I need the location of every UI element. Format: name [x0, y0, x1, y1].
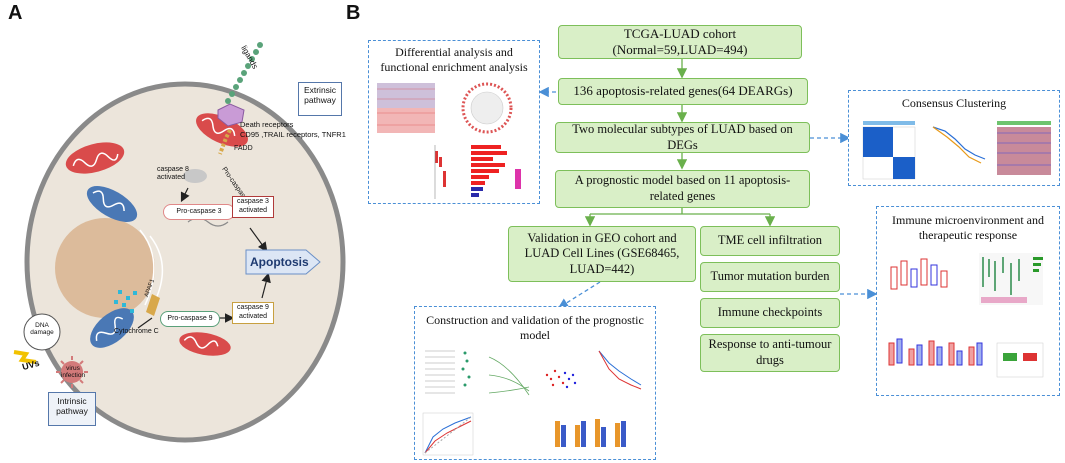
caspase-3-activated-label: caspase 3 activated [232, 196, 274, 218]
mitochondrion-3 [86, 186, 138, 222]
extrinsic-pathway-label: Extrinsic pathway [298, 82, 342, 116]
ligand-chain [225, 42, 263, 104]
mitochondrion-5 [179, 332, 231, 356]
mitochondrion-1 [65, 142, 125, 174]
caspase-8-activated-label: caspase 8 activated [157, 166, 189, 182]
consensus-thumbnails [862, 121, 1051, 180]
mitochondrion-4 [90, 308, 134, 348]
step-subtypes: Two molecular subtypes of LUAD based on … [555, 122, 810, 153]
apoptosis-pathway-illustration [13, 42, 346, 443]
immune-microenvironment-title: Immune microenvironment and therapeutic … [892, 213, 1044, 242]
step-checkpoints: Immune checkpoints [700, 298, 840, 328]
step-tme: TME cell infiltration [700, 226, 840, 256]
immune-thumbnails [888, 253, 1044, 378]
caspase-9-activated-label: caspase 9 activated [232, 302, 274, 324]
differential-analysis-box: Differential analysis and functional enr… [368, 40, 540, 204]
step-genes: 136 apoptosis-related genes(64 DEARGs) [558, 78, 808, 105]
cell-membrane [24, 81, 346, 443]
construction-validation-box: Construction and validation of the progn… [414, 306, 656, 460]
fadd-label: FADD [234, 145, 253, 152]
nucleus [55, 218, 155, 318]
cytochrome-c-label: Cytochrome C [114, 328, 159, 335]
consensus-clustering-box: Consensus Clustering [848, 90, 1060, 186]
step-tmb: Tumor mutation burden [700, 262, 840, 292]
death-receptor-shape [217, 103, 245, 127]
step-model: A prognostic model based on 11 apoptosis… [555, 170, 810, 208]
receptor-list-label: CD95 ,TRAIL receptors, TNFR1 [240, 130, 346, 139]
immune-microenvironment-box: Immune microenvironment and therapeutic … [876, 206, 1060, 396]
death-receptors-label: Death receptors [240, 120, 294, 129]
pro-caspase-3-label: Pro-caspase 3 [163, 204, 235, 220]
construction-thumbnails [422, 350, 642, 456]
step-cohort: TCGA-LUAD cohort (Normal=59,LUAD=494) [558, 25, 802, 59]
virus-icon [56, 356, 88, 388]
dna-damage-label: DNA damage [30, 322, 54, 337]
apoptosis-label: Apoptosis [250, 255, 309, 269]
step-validation: Validation in GEO cohort and LUAD Cell L… [508, 226, 696, 282]
construction-validation-title: Construction and validation of the progn… [426, 313, 644, 342]
differential-thumbnails [377, 82, 521, 199]
pro-caspase-9-label: Pro-caspase 9 [160, 311, 220, 327]
differential-analysis-title: Differential analysis and functional enr… [380, 45, 528, 74]
apoptosis-arrow [245, 249, 321, 275]
consensus-clustering-title: Consensus Clustering [901, 96, 1007, 110]
step-drugs: Response to anti-tumour drugs [700, 334, 840, 372]
intrinsic-pathway-label: Intrinsic pathway [48, 392, 96, 426]
virus-infection-label: virus infection [60, 365, 86, 380]
panel-a-letter: A [8, 2, 23, 24]
panel-b-letter: B [346, 2, 361, 24]
cytochrome-c-dots [114, 290, 137, 313]
mitochondrion-2 [196, 113, 248, 147]
